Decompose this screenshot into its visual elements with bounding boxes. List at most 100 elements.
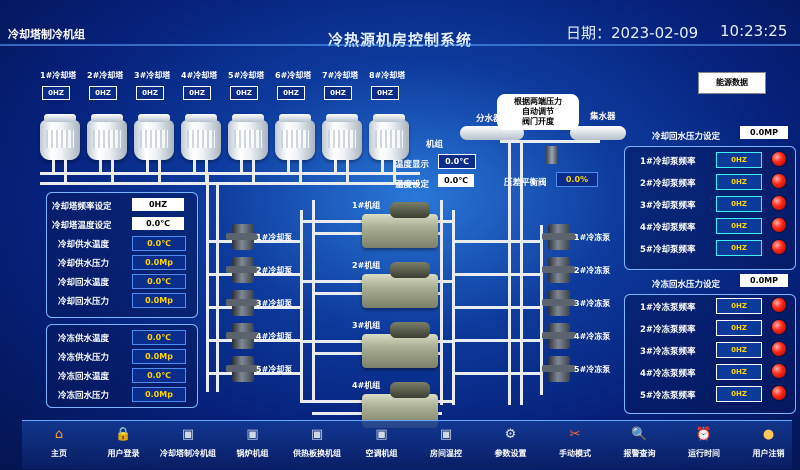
nav-label: 冷却塔制冷机组 xyxy=(160,449,216,458)
nav-clock-button[interactable]: ⏰运行时间 xyxy=(669,426,739,468)
time-display: 10:23:25 xyxy=(720,22,788,40)
cooling-pump[interactable] xyxy=(226,224,260,250)
nav-monitor-button[interactable]: ▣冷却塔制冷机组 xyxy=(153,426,223,468)
chiller-unit[interactable] xyxy=(362,202,438,248)
home-icon: ⌂ xyxy=(54,426,64,442)
nav-search-button[interactable]: 🔍报警查询 xyxy=(605,426,675,468)
cooling-param-value[interactable]: 0.0℃ xyxy=(132,217,184,230)
nav-label: 用户注销 xyxy=(752,449,785,458)
tower-freq: 0HZ xyxy=(42,86,70,100)
diff-valve-value: 0.0% xyxy=(556,172,598,187)
cooling-param-label: 冷却回水温度 xyxy=(58,278,110,288)
balance-valve[interactable] xyxy=(546,146,558,164)
nav-tools-button[interactable]: ✂手动模式 xyxy=(540,426,610,468)
pump-freq-label: 4#冷却泵频率 xyxy=(640,223,696,233)
chiller-manifold xyxy=(312,200,315,400)
cooling-pump[interactable] xyxy=(226,257,260,283)
nav-monitor-button[interactable]: ▣空调机组 xyxy=(347,426,417,468)
tower-label: 8#冷却塔 xyxy=(369,71,406,80)
monitor-icon: ▣ xyxy=(375,426,388,442)
tower-riser xyxy=(52,160,55,174)
nav-label: 房间温控 xyxy=(430,449,462,458)
energy-data-button[interactable]: 能源数据 xyxy=(698,72,766,94)
chilled-pump-label: 1#冷冻泵 xyxy=(574,233,611,242)
cooling-tower[interactable] xyxy=(40,114,80,160)
cooling-pump[interactable] xyxy=(226,323,260,349)
status-lamp-icon xyxy=(772,320,786,334)
group-name: 冷却塔制冷机组 xyxy=(8,28,85,41)
chilled-pump[interactable] xyxy=(542,323,576,349)
cooling-pump[interactable] xyxy=(226,290,260,316)
pump-freq-label: 3#冷冻泵频率 xyxy=(640,347,696,357)
cooling-param-label: 冷却回水压力 xyxy=(58,297,110,307)
chiller-unit[interactable] xyxy=(362,262,438,308)
cooling-param-value: 0.0℃ xyxy=(132,274,186,289)
nav-label: 主页 xyxy=(51,449,67,458)
chiller-unit[interactable] xyxy=(362,322,438,368)
cooling-tower[interactable] xyxy=(87,114,127,160)
tower-riser xyxy=(240,160,243,174)
chiller-manifold xyxy=(300,210,303,400)
tower-label: 5#冷却塔 xyxy=(228,71,265,80)
chilled-pump-pipe xyxy=(452,273,542,276)
cooling-main-pipe xyxy=(216,182,219,392)
collector-label: 集水器 xyxy=(590,112,616,122)
gear-icon: ⚙ xyxy=(504,426,517,442)
cooling-pump[interactable] xyxy=(226,356,260,382)
cooling-param-label: 冷却供水压力 xyxy=(58,259,110,269)
pump-freq-value: 0HZ xyxy=(716,218,762,234)
status-lamp-icon xyxy=(772,240,786,254)
cooling-tower[interactable] xyxy=(181,114,221,160)
search-icon: 🔍 xyxy=(631,426,648,442)
cooling-tower[interactable] xyxy=(275,114,315,160)
chilled-param-label: 冷冻供水压力 xyxy=(58,353,110,363)
nav-home-button[interactable]: ⌂ 主页 xyxy=(24,426,94,468)
chilled-pump[interactable] xyxy=(542,290,576,316)
pressure-callout: 根据两端压力 自动调节 阀门开度 xyxy=(497,94,579,130)
chiller-label: 2#机组 xyxy=(352,261,381,270)
status-lamp-icon xyxy=(772,342,786,356)
tower-label: 1#冷却塔 xyxy=(40,71,77,80)
cooling-param-value[interactable]: 0HZ xyxy=(132,198,184,211)
chilled-pump[interactable] xyxy=(542,257,576,283)
nav-monitor-button[interactable]: ▣锅炉机组 xyxy=(218,426,288,468)
chilled-param-label: 冷冻供水温度 xyxy=(58,334,110,344)
cooling-tower[interactable] xyxy=(134,114,174,160)
cooling-tower[interactable] xyxy=(228,114,268,160)
nav-monitor-button[interactable]: ▣供热板换机组 xyxy=(282,426,352,468)
nav-monitor-button[interactable]: ▣房间温控 xyxy=(411,426,481,468)
nav-user-logout-button[interactable]: ●用户注销 xyxy=(734,426,800,468)
temp-set-label: 温度设定 xyxy=(395,180,430,190)
pump-freq-value: 0HZ xyxy=(716,342,762,358)
pump-freq-value: 0HZ xyxy=(716,386,762,402)
pump-freq-value: 0HZ xyxy=(716,174,762,190)
cooling-tower[interactable] xyxy=(322,114,362,160)
temp-display-label: 温度显示 xyxy=(395,160,430,170)
pump-freq-label: 4#冷冻泵频率 xyxy=(640,369,696,379)
nav-label: 锅炉机组 xyxy=(236,449,269,458)
chilled-pump[interactable] xyxy=(542,224,576,250)
pump-freq-value: 0HZ xyxy=(716,320,762,336)
nav-label: 参数设置 xyxy=(494,449,527,458)
tower-riser xyxy=(287,160,290,174)
tools-icon: ✂ xyxy=(569,426,581,442)
status-lamp-icon xyxy=(772,174,786,188)
chilled-return-pressure-value[interactable]: 0.0MP xyxy=(740,274,788,287)
chilled-pump[interactable] xyxy=(542,356,576,382)
cooling-main-pipe xyxy=(206,172,209,392)
cooling-pump-label: 4#冷却泵 xyxy=(256,332,293,341)
tower-label: 6#冷却塔 xyxy=(275,71,312,80)
cooling-return-pressure-value[interactable]: 0.0MP xyxy=(740,126,788,139)
tower-freq: 0HZ xyxy=(371,86,399,100)
tower-label: 4#冷却塔 xyxy=(181,71,218,80)
chilled-pump-label: 4#冷冻泵 xyxy=(574,332,611,341)
nav-lock-button[interactable]: 🔒用户登录 xyxy=(89,426,159,468)
chiller-label: 4#机组 xyxy=(352,381,381,390)
nav-gear-button[interactable]: ⚙ 参数设置 xyxy=(476,426,546,468)
tower-label: 2#冷却塔 xyxy=(87,71,124,80)
cooling-pump-label: 5#冷却泵 xyxy=(256,365,293,374)
pump-freq-value: 0HZ xyxy=(716,196,762,212)
cooling-tower[interactable] xyxy=(369,114,409,160)
status-lamp-icon xyxy=(772,364,786,378)
temp-set-value[interactable]: 0.0℃ xyxy=(438,174,474,187)
